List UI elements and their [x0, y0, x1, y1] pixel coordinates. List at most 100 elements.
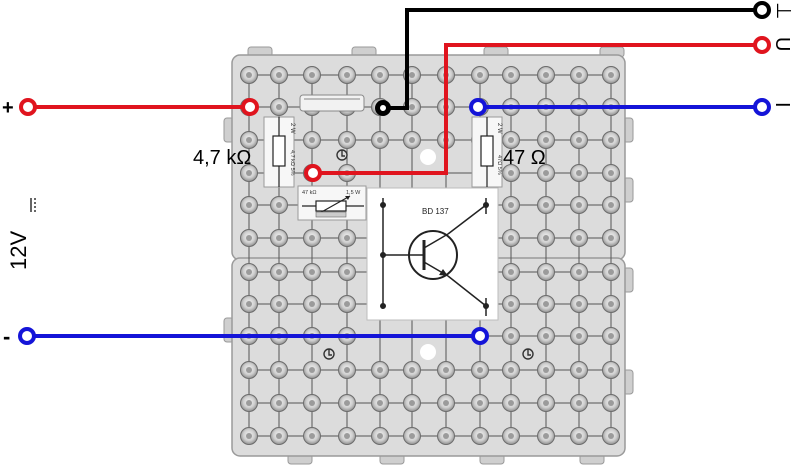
socket-hole — [344, 72, 350, 78]
terminal-positive-board — [241, 98, 259, 116]
socket-hole — [246, 400, 252, 406]
socket-hole — [608, 137, 614, 143]
terminal-negative-supply[interactable] — [18, 327, 36, 345]
socket-hole — [409, 104, 415, 110]
socket-hole — [608, 72, 614, 78]
socket-hole — [246, 72, 252, 78]
socket-hole — [377, 72, 383, 78]
socket-hole — [309, 72, 315, 78]
board-hole-top — [420, 149, 436, 165]
socket-hole — [608, 333, 614, 339]
socket-hole — [608, 202, 614, 208]
terminal-positive-supply[interactable] — [19, 98, 37, 116]
transistor-module: BD 137 — [366, 187, 499, 321]
socket-hole — [576, 72, 582, 78]
socket-hole — [246, 367, 252, 373]
socket-hole — [608, 433, 614, 439]
label-out-u: U — [771, 37, 793, 51]
socket-hole — [608, 269, 614, 275]
socket-hole — [543, 202, 549, 208]
r2-value-print: 47Ω 5% — [496, 155, 502, 175]
socket-hole — [276, 400, 282, 406]
ground-wire — [383, 8, 760, 110]
socket-hole — [543, 235, 549, 241]
socket-hole — [246, 235, 252, 241]
socket-hole — [409, 367, 415, 373]
socket-hole — [543, 170, 549, 176]
board-hole-bottom — [420, 344, 436, 360]
socket-hole — [576, 269, 582, 275]
socket-hole — [508, 433, 514, 439]
socket-hole — [543, 433, 549, 439]
socket-hole — [246, 137, 252, 143]
resistor-4k7: 2 W 4,7 kΩ 5% — [263, 116, 295, 188]
socket-hole — [608, 367, 614, 373]
socket-hole — [508, 400, 514, 406]
socket-hole — [477, 72, 483, 78]
socket-hole — [508, 367, 514, 373]
socket-hole — [377, 137, 383, 143]
socket-hole — [608, 235, 614, 241]
socket-hole — [344, 400, 350, 406]
socket-hole — [276, 235, 282, 241]
socket-hole — [409, 433, 415, 439]
terminal-negative-board — [471, 327, 489, 345]
socket-hole — [276, 202, 282, 208]
socket-hole — [543, 400, 549, 406]
socket-hole — [508, 269, 514, 275]
terminal-current-out[interactable] — [753, 98, 771, 116]
socket-hole — [576, 367, 582, 373]
socket-hole — [576, 170, 582, 176]
pot-value-print: 47 kΩ — [302, 190, 317, 196]
socket-hole — [309, 400, 315, 406]
terminal-ground-out[interactable] — [753, 1, 771, 19]
socket-hole — [276, 269, 282, 275]
label-out-i: I — [771, 102, 793, 108]
socket-hole — [543, 333, 549, 339]
socket-hole — [508, 137, 514, 143]
socket-hole — [543, 137, 549, 143]
socket-hole — [508, 333, 514, 339]
label-resistor-4k7: 4,7 kΩ — [193, 147, 251, 169]
socket-hole — [477, 400, 483, 406]
socket-hole — [443, 367, 449, 373]
socket-hole — [276, 72, 282, 78]
r1-value-print: 4,7 kΩ 5% — [289, 150, 295, 176]
socket-hole — [246, 269, 252, 275]
label-minus: - — [3, 324, 10, 349]
socket-hole — [377, 367, 383, 373]
socket-hole — [576, 433, 582, 439]
terminal-voltage-board — [304, 164, 322, 182]
socket-hole — [576, 202, 582, 208]
socket-hole — [276, 367, 282, 373]
label-out-perp: ⊥ — [772, 2, 794, 19]
socket-hole — [576, 235, 582, 241]
socket-hole — [508, 72, 514, 78]
socket-hole — [344, 235, 350, 241]
potentiometer: 47 kΩ 1,5 W — [297, 185, 367, 221]
label-supply-voltage: 12V — [6, 231, 31, 270]
dc-symbol — [30, 198, 36, 212]
terminal-voltage-out[interactable] — [753, 36, 771, 54]
socket-hole — [608, 170, 614, 176]
socket-hole — [608, 301, 614, 307]
socket-hole — [508, 202, 514, 208]
socket-hole — [246, 202, 252, 208]
socket-hole — [344, 367, 350, 373]
board-symbol-3 — [522, 348, 534, 360]
socket-hole — [344, 137, 350, 143]
pot-power-print: 1,5 W — [346, 190, 361, 196]
socket-hole — [477, 433, 483, 439]
r2-power-print: 2 W — [496, 123, 502, 134]
socket-hole — [344, 269, 350, 275]
voltage-wire — [313, 43, 760, 175]
socket-hole — [276, 301, 282, 307]
socket-hole — [576, 137, 582, 143]
socket-hole — [477, 367, 483, 373]
socket-hole — [543, 269, 549, 275]
socket-hole — [246, 170, 252, 176]
socket-hole — [543, 72, 549, 78]
socket-hole — [246, 301, 252, 307]
terminal-current-board — [469, 98, 487, 116]
